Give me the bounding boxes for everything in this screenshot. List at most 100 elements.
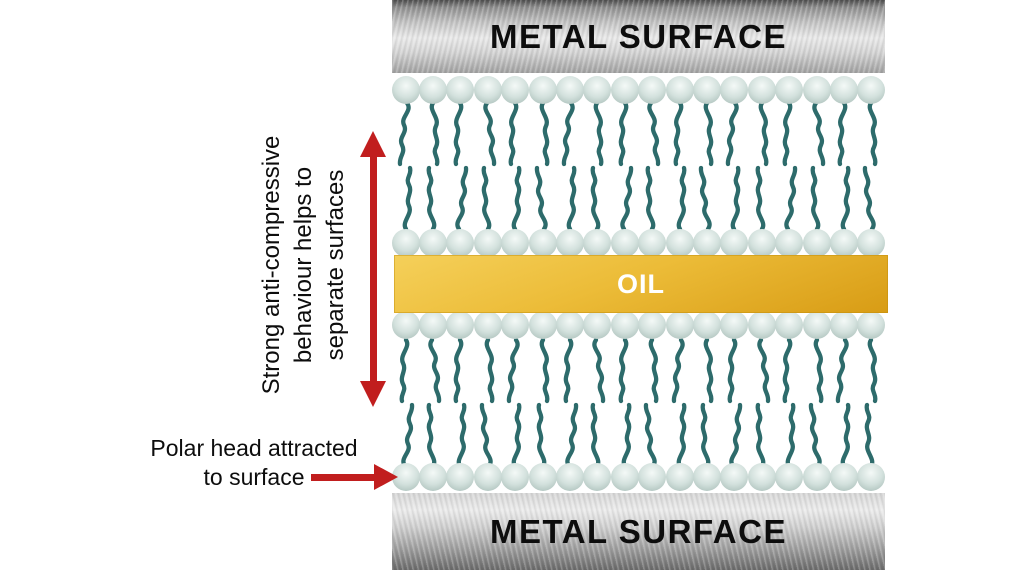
oil-layer: OIL — [394, 255, 888, 313]
hydrocarbon-tail — [559, 165, 581, 232]
polar-head — [720, 229, 749, 257]
hydrocarbon-tail — [532, 337, 554, 404]
hydrocarbon-tail — [422, 402, 444, 469]
polar-head — [501, 229, 530, 257]
polar-head — [720, 311, 749, 339]
hydrocarbon-tail — [806, 337, 828, 404]
hydrocarbon-tail — [751, 100, 773, 167]
polar-head — [419, 463, 448, 491]
polar-head — [775, 76, 804, 104]
oil-layer-label: OIL — [617, 268, 665, 299]
hydrocarbon-tail — [778, 402, 800, 469]
hydrocarbon-tail — [723, 100, 745, 167]
hydrocarbon-tail — [504, 337, 526, 404]
hydrocarbon-tail — [806, 165, 828, 232]
polar-head — [473, 463, 502, 491]
polar-head — [802, 229, 831, 257]
hydrocarbon-tail — [696, 402, 718, 469]
hydrocarbon-tail — [669, 402, 691, 469]
hydrocarbon-tail — [449, 337, 471, 404]
hydrocarbon-tail — [641, 402, 663, 469]
polar-head — [446, 76, 475, 104]
hydrocarbon-tail — [449, 100, 471, 167]
polar-head — [528, 76, 557, 104]
polar-head — [501, 463, 530, 491]
hydrocarbon-tail — [778, 165, 800, 232]
polar-head-note: Polar head attracted to surface — [140, 434, 368, 492]
hydrocarbon-tail — [641, 165, 663, 232]
hydrocarbon-tail — [449, 402, 471, 469]
polar-head — [802, 463, 831, 491]
hydrocarbon-tail — [614, 100, 636, 167]
hydrocarbon-tail — [833, 337, 855, 404]
anti-compressive-note-line2: behaviour helps to — [290, 166, 317, 364]
hydrocarbon-tail — [860, 402, 882, 469]
hydrocarbon-tail — [696, 165, 718, 232]
polar-head — [446, 229, 475, 257]
polar-head — [665, 463, 694, 491]
hydrocarbon-tail — [806, 402, 828, 469]
polar-head — [747, 311, 776, 339]
polar-head — [638, 463, 667, 491]
hydrocarbon-tail — [860, 165, 882, 232]
anti-compressive-note-line1: Strong anti-compressive — [258, 135, 285, 395]
hydrocarbon-tail — [504, 100, 526, 167]
hydrocarbon-tail — [422, 337, 444, 404]
polar-head-arrow — [311, 464, 398, 490]
hydrocarbon-tail — [395, 402, 417, 469]
hydrocarbon-tail — [395, 100, 417, 167]
hydrocarbon-tail — [614, 402, 636, 469]
metal-surface-bottom-label: METAL SURFACE — [490, 512, 787, 550]
hydrocarbon-tail — [395, 337, 417, 404]
polar-head — [747, 463, 776, 491]
polar-head — [556, 311, 585, 339]
hydrocarbon-tail — [751, 337, 773, 404]
arrow-shaft — [311, 473, 375, 481]
hydrocarbon-tail — [696, 100, 718, 167]
polar-head — [528, 311, 557, 339]
hydrocarbon-tail — [723, 165, 745, 232]
hydrocarbon-tail — [395, 165, 417, 232]
anti-compressive-note: Strong anti-compressive behaviour helps … — [256, 85, 352, 445]
anti-compressive-note-line3: separate surfaces — [322, 169, 349, 361]
polar-head — [419, 229, 448, 257]
hydrocarbon-tail — [559, 100, 581, 167]
hydrocarbon-tail — [669, 100, 691, 167]
metal-surface-top-label: METAL SURFACE — [490, 17, 787, 55]
polar-head — [638, 76, 667, 104]
hydrocarbon-tail — [532, 165, 554, 232]
polar-head — [528, 463, 557, 491]
polar-head — [857, 463, 886, 491]
polar-head — [665, 76, 694, 104]
hydrocarbon-tail — [532, 402, 554, 469]
polar-head — [528, 229, 557, 257]
hydrocarbon-tail — [723, 337, 745, 404]
polar-head — [610, 311, 639, 339]
polar-head — [419, 76, 448, 104]
hydrocarbon-tail — [833, 100, 855, 167]
polar-head — [775, 229, 804, 257]
polar-head — [775, 311, 804, 339]
hydrocarbon-tail — [860, 100, 882, 167]
polar-head — [583, 463, 612, 491]
polar-head — [473, 76, 502, 104]
hydrocarbon-tail — [669, 165, 691, 232]
polar-head — [501, 76, 530, 104]
polar-head — [556, 229, 585, 257]
polar-head — [692, 311, 721, 339]
polar-head — [610, 76, 639, 104]
polar-head — [692, 229, 721, 257]
hydrocarbon-tail — [477, 402, 499, 469]
hydrocarbon-tail — [504, 165, 526, 232]
polar-head — [638, 229, 667, 257]
hydrocarbon-tail — [833, 165, 855, 232]
polar-head — [446, 463, 475, 491]
polar-head — [829, 311, 858, 339]
hydrocarbon-tail — [669, 337, 691, 404]
hydrocarbon-tail — [586, 402, 608, 469]
arrow-shaft — [369, 151, 377, 387]
anti-compressive-arrow — [360, 131, 386, 407]
polar-head — [638, 311, 667, 339]
hydrocarbon-tail — [559, 337, 581, 404]
